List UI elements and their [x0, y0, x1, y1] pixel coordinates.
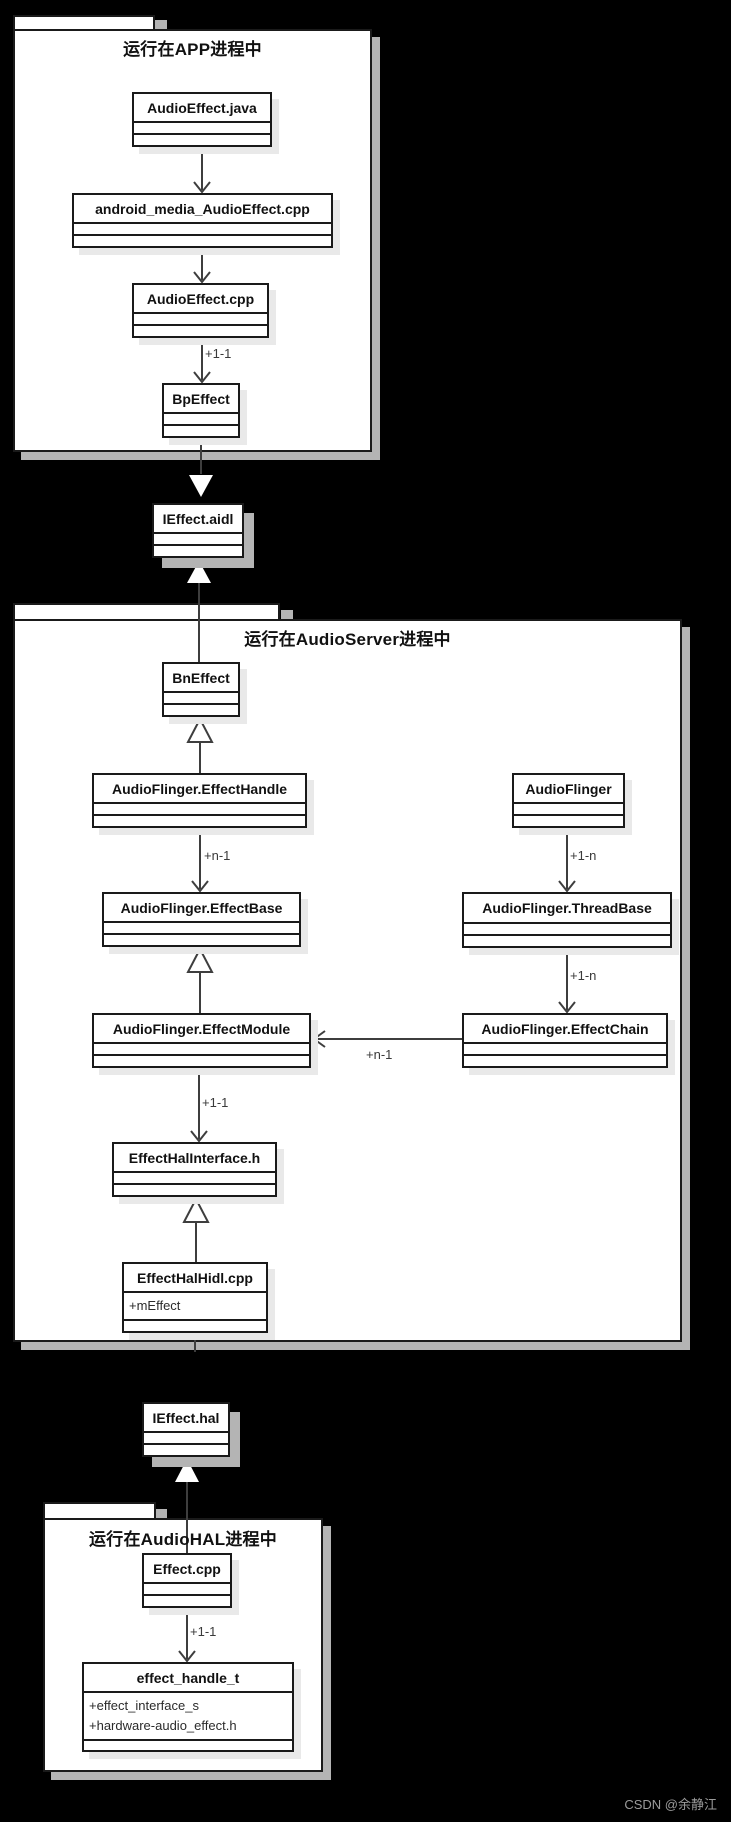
class-name: AudioFlinger.EffectChain [481, 1020, 649, 1037]
csdn-watermark: CSDN @余静江 [624, 1797, 717, 1812]
class-compartment [514, 814, 623, 826]
triangle-ieffect-aidl-top [189, 475, 213, 497]
class-audioeffect-cpp: AudioEffect.cpp [132, 283, 269, 338]
class-compartment [104, 921, 299, 933]
multiplicity-label: +1-1 [190, 1624, 217, 1639]
multiplicity-label: +n-1 [366, 1047, 393, 1062]
class-compartment [154, 532, 242, 544]
class-effect-handle-t: effect_handle_t +effect_interface_s +har… [82, 1662, 294, 1752]
class-compartment [84, 1739, 292, 1750]
package-app-title: 运行在APP进程中 [123, 40, 262, 59]
package-audioserver-tab-shadow [281, 610, 293, 620]
class-android-media-audioeffect-cpp: android_media_AudioEffect.cpp [72, 193, 333, 248]
class-compartment [134, 324, 267, 336]
class-compartment [94, 1054, 309, 1066]
class-effecthalhidl-cpp: EffectHalHidl.cpp +mEffect [122, 1262, 268, 1333]
class-compartment [154, 544, 242, 556]
class-compartment [94, 814, 305, 826]
class-audioflinger-effectchain: AudioFlinger.EffectChain [462, 1013, 668, 1068]
class-bpeffect: BpEffect [162, 383, 240, 438]
package-audiohal-tab [43, 1502, 156, 1518]
class-compartment [464, 934, 670, 946]
class-attribute: +mEffect [124, 1291, 266, 1319]
class-name: AudioFlinger.EffectBase [120, 899, 283, 916]
package-app-tab [13, 15, 155, 31]
class-attribute: +effect_interface_s [89, 1698, 199, 1713]
class-attribute: +hardware-audio_effect.h [89, 1718, 237, 1733]
class-compartment [94, 802, 305, 814]
class-compartment [134, 312, 267, 324]
class-compartment [134, 121, 270, 133]
class-name: BnEffect [172, 669, 230, 686]
class-compartment [164, 703, 238, 715]
package-audiohal-title: 运行在AudioHAL进程中 [89, 1530, 277, 1549]
multiplicity-label: +1-n [570, 848, 597, 863]
class-ieffect-aidl: IEffect.aidl [152, 503, 244, 558]
package-audioserver-body [13, 619, 682, 1342]
class-attributes: +effect_interface_s +hardware-audio_effe… [84, 1691, 292, 1739]
class-name: IEffect.hal [152, 1409, 220, 1426]
class-compartment [94, 1042, 309, 1054]
class-name: AudioFlinger.ThreadBase [482, 900, 652, 916]
class-compartment [464, 1054, 666, 1066]
package-app-tab-shadow [154, 20, 167, 30]
package-audiohal-tab-shadow [155, 1509, 167, 1519]
class-name: Effect.cpp [153, 1560, 221, 1577]
class-compartment [164, 412, 238, 424]
multiplicity-label: +1-n [570, 968, 597, 983]
class-audioflinger-threadbase: AudioFlinger.ThreadBase [462, 892, 672, 948]
class-compartment [144, 1582, 230, 1594]
class-compartment [464, 922, 670, 934]
class-audioflinger-effecthandle: AudioFlinger.EffectHandle [92, 773, 307, 828]
class-name: AudioEffect.java [147, 99, 257, 116]
class-compartment [164, 424, 238, 436]
package-audioserver-tab [13, 603, 280, 619]
class-effect-cpp: Effect.cpp [142, 1553, 232, 1608]
class-audioflinger: AudioFlinger [512, 773, 625, 828]
class-ieffect-hal: IEffect.hal [142, 1402, 230, 1457]
class-name: AudioFlinger.EffectModule [112, 1020, 291, 1037]
package-audioserver-title: 运行在AudioServer进程中 [244, 630, 451, 649]
class-name: effect_handle_t [136, 1669, 240, 1686]
class-name: IEffect.aidl [162, 510, 234, 527]
class-compartment [114, 1183, 275, 1195]
class-name: EffectHalHidl.cpp [137, 1269, 253, 1286]
class-name: EffectHalInterface.h [128, 1149, 261, 1166]
class-compartment [114, 1171, 275, 1183]
multiplicity-label: +1-1 [202, 1095, 229, 1110]
class-audioflinger-effectmodule: AudioFlinger.EffectModule [92, 1013, 311, 1068]
multiplicity-label: +n-1 [204, 848, 231, 863]
class-name: BpEffect [172, 390, 230, 407]
class-name: AudioFlinger [525, 780, 612, 797]
class-compartment [104, 933, 299, 945]
triangle-ieffect-aidl-bottom [187, 561, 211, 583]
class-compartment [74, 234, 331, 246]
class-compartment [164, 691, 238, 703]
class-compartment [144, 1443, 228, 1455]
class-name: AudioEffect.cpp [146, 290, 255, 307]
class-effecthalinterface-h: EffectHalInterface.h [112, 1142, 277, 1197]
class-compartment [144, 1431, 228, 1443]
class-audioflinger-effectbase: AudioFlinger.EffectBase [102, 892, 301, 947]
class-name: android_media_AudioEffect.cpp [95, 200, 310, 217]
class-bneffect: BnEffect [162, 662, 240, 717]
class-compartment [74, 222, 331, 234]
class-name: AudioFlinger.EffectHandle [111, 780, 287, 797]
multiplicity-label: +1-1 [205, 346, 232, 361]
class-compartment [514, 802, 623, 814]
class-compartment [464, 1042, 666, 1054]
class-compartment [144, 1594, 230, 1606]
triangle-ieffect-hal-bottom [175, 1459, 199, 1482]
class-audioeffect-java: AudioEffect.java [132, 92, 272, 147]
class-compartment [124, 1319, 266, 1331]
class-compartment [134, 133, 270, 145]
